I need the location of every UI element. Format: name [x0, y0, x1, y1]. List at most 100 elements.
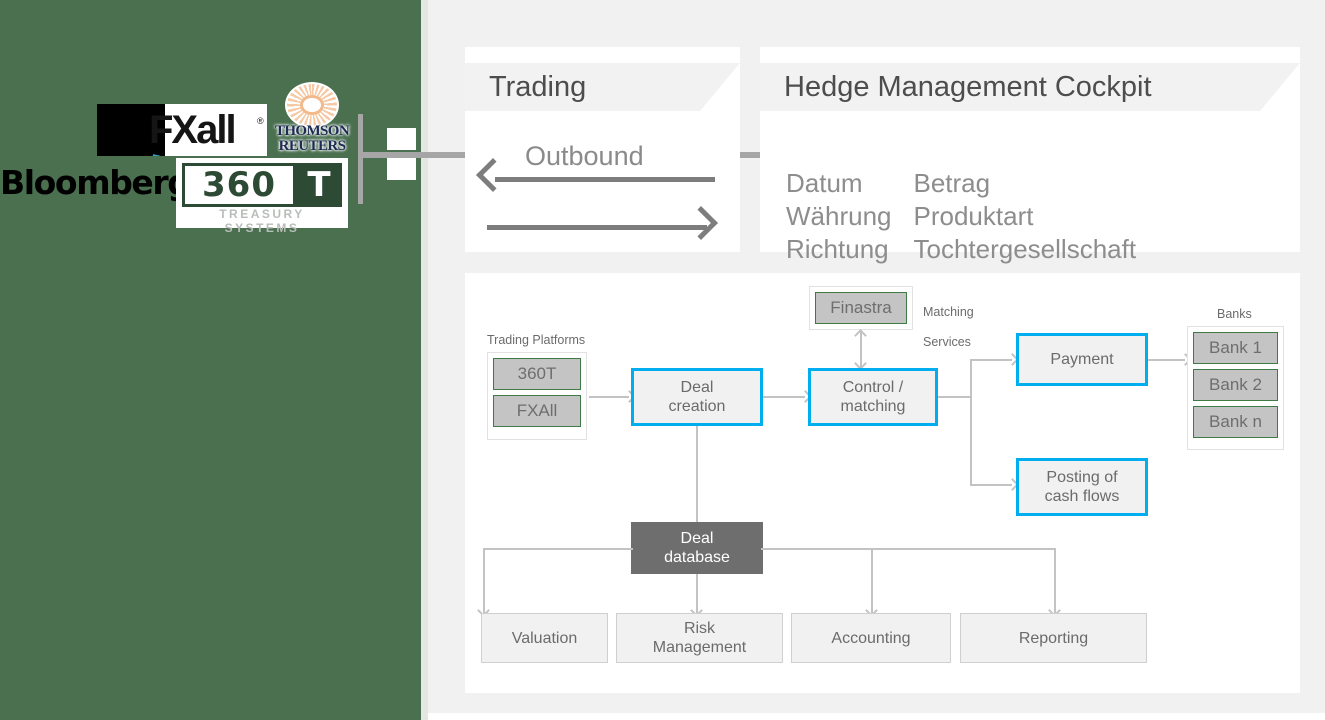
- risk-line2: Management: [652, 639, 747, 656]
- node-deal-database[interactable]: Deal database: [631, 522, 763, 574]
- edge-deal-to-database: [696, 426, 698, 523]
- cockpit-card-header: Hedge Management Cockpit: [760, 63, 1300, 111]
- edge-split-to-posting: [970, 484, 1012, 486]
- edge-drop-risk: [696, 574, 698, 614]
- risk-line1: Risk: [683, 620, 716, 637]
- edge-finastra-arrowhead-up: [854, 329, 867, 342]
- connector-trading-to-cockpit: [740, 152, 770, 158]
- bank-chip-2: Bank 2: [1193, 369, 1278, 401]
- cockpit-fields-right: Betrag Produktart Tochtergesellschaft: [914, 167, 1137, 266]
- thomson-reuters-wordmark: THOMSON REUTERS: [267, 124, 357, 154]
- 360t-digits: 360: [182, 163, 296, 207]
- fxall-logo: FXall ®: [97, 104, 267, 156]
- connector-horizontal-bar: [358, 152, 470, 158]
- matching-services-label: Matching Services: [923, 290, 974, 350]
- posting-line2: cash flows: [1044, 488, 1120, 505]
- matching-services-group: Finastra: [809, 286, 913, 330]
- cockpit-fields: Datum Währung Richtung Betrag Produktart…: [786, 167, 1136, 266]
- field-produktart: Produktart: [913, 201, 1034, 231]
- fxall-registered-mark: ®: [257, 116, 264, 126]
- thomson-reuters-logo: THOMSON REUTERS: [267, 82, 357, 157]
- field-datum: Datum: [786, 168, 863, 198]
- node-accounting[interactable]: Accounting: [791, 613, 951, 663]
- bank-chip-n: Bank n: [1193, 406, 1278, 438]
- arrow-left-line: [495, 177, 715, 182]
- cockpit-fields-left: Datum Währung Richtung: [786, 167, 892, 266]
- node-payment-label: Payment: [1050, 351, 1114, 368]
- trading-header-slant: [700, 63, 740, 111]
- node-valuation[interactable]: Valuation: [481, 613, 608, 663]
- edge-bus-right: [761, 548, 1055, 550]
- node-control-matching[interactable]: Control / matching: [808, 368, 938, 426]
- control-line2: matching: [840, 398, 906, 415]
- edge-payment-to-banks: [1148, 359, 1185, 361]
- node-deal-database-label: Deal database: [664, 529, 730, 567]
- posting-line1: Posting of: [1046, 469, 1118, 486]
- edge-deal-to-control: [763, 396, 805, 398]
- thomson-line: THOMSON: [274, 123, 350, 139]
- fxall-swoosh-icon: [97, 104, 165, 156]
- trading-title: Trading: [489, 70, 587, 103]
- edge-bus-left: [483, 548, 633, 550]
- thomson-reuters-kaleidoscope-icon: [285, 82, 339, 128]
- node-posting-label: Posting of cash flows: [1045, 468, 1120, 506]
- connector-square-top: [387, 128, 416, 150]
- deal-creation-line1: Deal: [680, 379, 714, 396]
- 360t-letter: T: [296, 163, 342, 207]
- node-deal-creation[interactable]: Deal creation: [631, 368, 763, 426]
- outbound-label: Outbound: [525, 141, 644, 171]
- banks-label: Banks: [1217, 307, 1252, 321]
- node-posting-cash-flows[interactable]: Posting of cash flows: [1016, 458, 1148, 516]
- edge-split-vertical: [970, 359, 972, 486]
- edge-drop-accounting: [871, 548, 873, 614]
- field-waehrung: Währung: [786, 201, 892, 231]
- edge-platforms-to-deal: [589, 396, 629, 398]
- bloomberg-logo: Bloomberg: [0, 163, 191, 202]
- matching-chip-finastra: Finastra: [815, 292, 907, 324]
- connector-square-bottom: [387, 158, 416, 180]
- edge-drop-valuation: [483, 548, 485, 614]
- connector-vertical-bar: [358, 114, 363, 204]
- 360t-logo: 360 T TREASURY SYSTEMS: [176, 158, 348, 235]
- 360t-tagline: TREASURY SYSTEMS: [219, 207, 305, 235]
- field-richtung: Richtung: [786, 234, 889, 264]
- node-accounting-label: Accounting: [831, 629, 911, 647]
- platform-chip-360t: 360T: [493, 358, 581, 390]
- database-line1: Deal: [680, 530, 714, 547]
- 360t-mark: 360 T: [182, 163, 342, 207]
- bank-chip-1: Bank 1: [1193, 332, 1278, 364]
- arrow-right-line: [487, 225, 707, 230]
- matching-label-line2: Services: [923, 335, 971, 349]
- platform-chip-fxall: FXAll: [493, 395, 581, 427]
- field-betrag: Betrag: [913, 168, 991, 198]
- hedge-management-cockpit-card: Hedge Management Cockpit Datum Währung R…: [760, 47, 1300, 264]
- edge-control-to-split: [938, 396, 971, 398]
- process-flow-card: Trading Platforms 360T FXAll Deal creati…: [465, 273, 1300, 693]
- node-reporting[interactable]: Reporting: [960, 613, 1147, 663]
- node-payment[interactable]: Payment: [1016, 333, 1148, 386]
- trading-card-header: Trading: [465, 63, 740, 111]
- node-risk-management[interactable]: Risk Management: [616, 613, 783, 663]
- node-risk-management-label: Risk Management: [653, 619, 746, 657]
- edge-drop-reporting: [1054, 548, 1056, 614]
- matching-label-line1: Matching: [923, 305, 974, 319]
- trading-platforms-label: Trading Platforms: [487, 333, 586, 347]
- node-control-matching-label: Control / matching: [841, 378, 906, 416]
- trading-card: Trading Outbound: [465, 47, 740, 252]
- control-line1: Control /: [842, 379, 904, 396]
- process-flow: Trading Platforms 360T FXAll Deal creati…: [465, 273, 1300, 693]
- green-panel-edge: [421, 0, 428, 720]
- cockpit-title: Hedge Management Cockpit: [784, 70, 1152, 103]
- trading-platforms-group: 360T FXAll: [487, 352, 587, 440]
- trading-arrows: Outbound: [465, 141, 740, 243]
- edge-split-to-payment: [970, 359, 1012, 361]
- database-line2: database: [664, 549, 730, 566]
- field-tochtergesellschaft: Tochtergesellschaft: [913, 234, 1137, 264]
- deal-creation-line2: creation: [668, 398, 726, 415]
- node-valuation-label: Valuation: [511, 629, 578, 647]
- arrow-right-icon: [684, 206, 718, 240]
- node-deal-creation-label: Deal creation: [669, 378, 726, 416]
- cockpit-header-slant: [1260, 63, 1300, 111]
- fxall-wordmark: FXall: [149, 108, 237, 152]
